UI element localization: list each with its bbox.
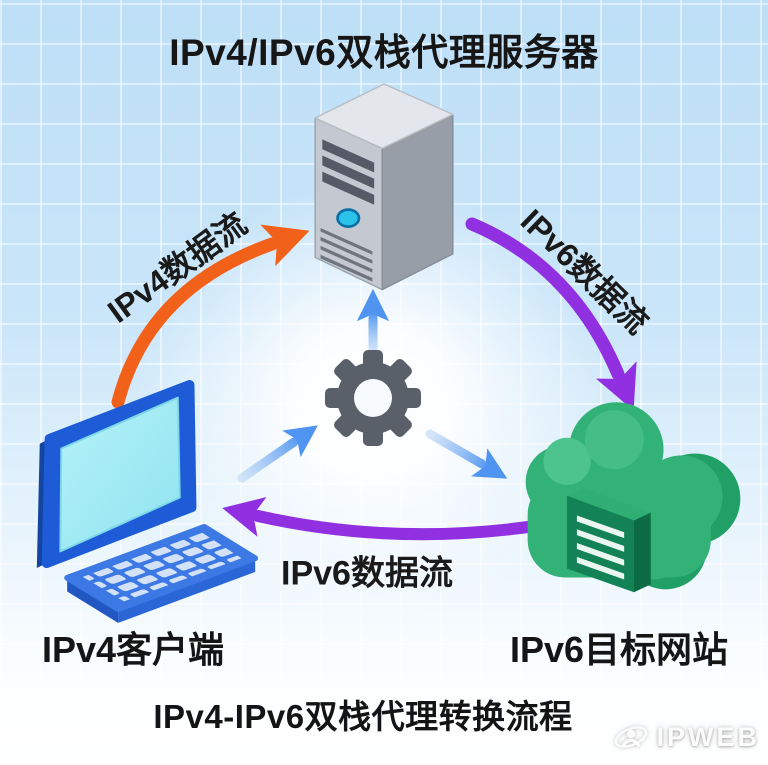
footer-title: IPv4-IPv6双栈代理转换流程 <box>153 698 573 735</box>
ipv6-flow-arrow-right <box>465 217 637 411</box>
ipv4-flow-arrow <box>111 224 310 409</box>
gear-arrow-to-cloud <box>425 429 508 479</box>
server-tower-icon <box>314 83 454 291</box>
website-node-label: IPv6目标网站 <box>509 629 729 670</box>
client-node-label: IPv4客户端 <box>41 629 225 670</box>
ipweb-logo-icon <box>615 726 648 748</box>
gear-icon <box>325 350 421 446</box>
desktop-computer-icon <box>36 380 259 623</box>
watermark-text: IPWEB <box>656 721 760 752</box>
watermark: IPWEB <box>613 719 760 755</box>
cloud-server-icon <box>525 402 741 593</box>
gear-arrow-to-gear <box>237 425 318 483</box>
diagram-title: IPv4/IPv6双栈代理服务器 <box>169 32 599 73</box>
ipv6-flow-label-bottom: IPv6数据流 <box>281 554 453 593</box>
